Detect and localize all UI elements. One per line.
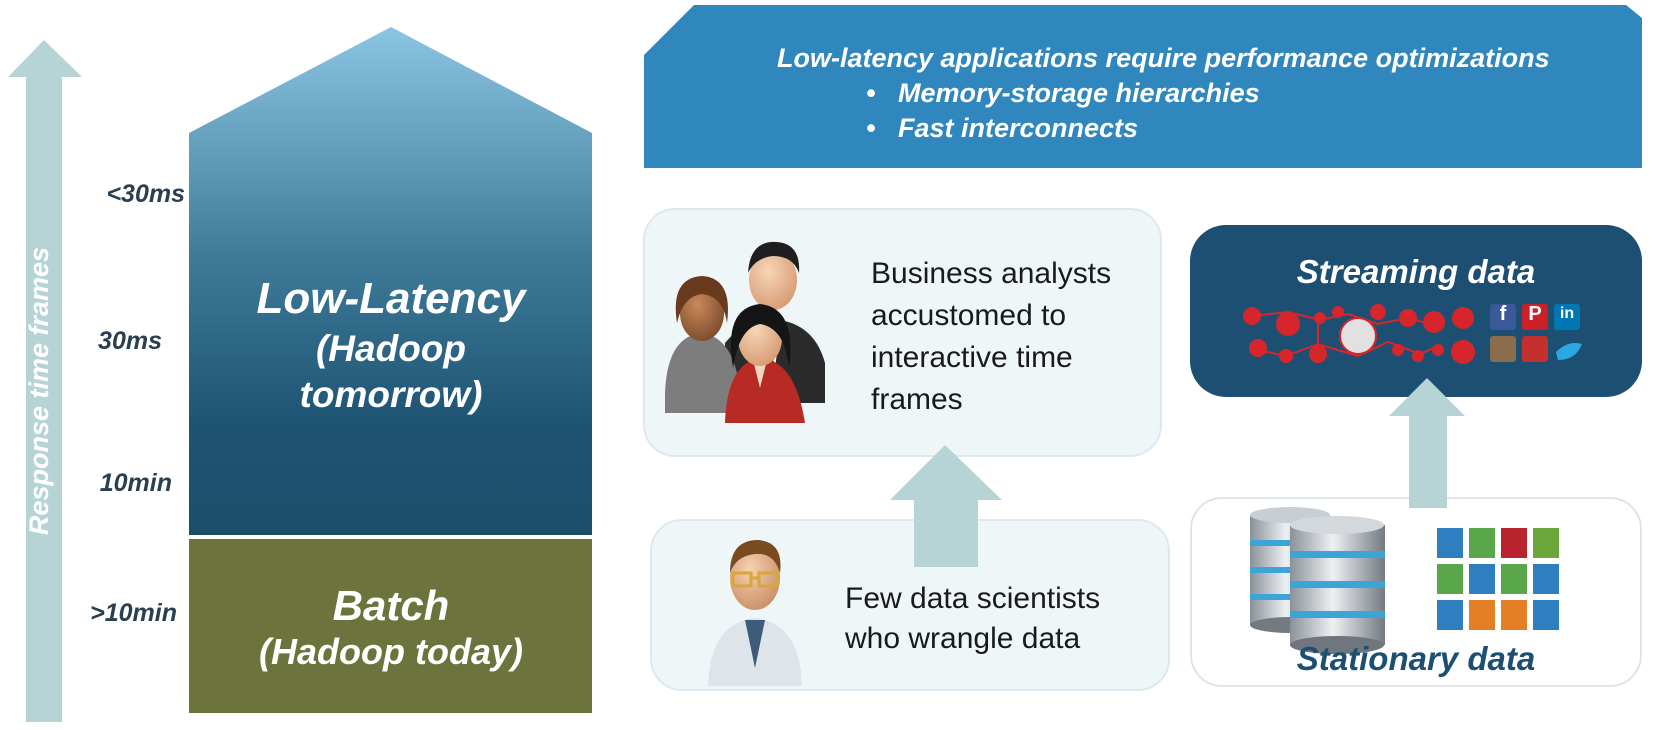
scale-tick-10min: 10min (99, 469, 172, 497)
banner-bullet-dot-2: • (866, 113, 876, 143)
low-latency-subtitle-2: tomorrow) (299, 374, 483, 415)
low-latency-subtitle-1: (Hadoop (315, 328, 467, 369)
analysts-text-line-1: Business analysts (871, 257, 1112, 290)
batch-block (189, 539, 592, 713)
banner-bullet-dot-1: • (866, 78, 876, 108)
scientists-text-line-2: who wrangle data (845, 622, 1081, 655)
linkedin-icon: in (1559, 305, 1575, 322)
up-arrow-analysts (890, 445, 1002, 567)
banner-heading: Low-latency applications require perform… (777, 43, 1550, 73)
analysts-text-line-4: frames (871, 383, 963, 416)
pinterest-icon: P (1528, 303, 1542, 325)
scale-tick-gt10min: >10min (90, 599, 177, 627)
scale-tick-lt30ms: <30ms (106, 180, 185, 208)
people-group-icon (665, 241, 825, 423)
database-icon (1250, 507, 1385, 654)
batch-title: Batch (332, 582, 450, 629)
streaming-title: Streaming data (1296, 253, 1536, 290)
low-latency-title: Low-Latency (256, 274, 526, 323)
scientists-text-line-1: Few data scientists (845, 582, 1101, 615)
scale-tick-30ms: 30ms (98, 327, 162, 355)
iot-network-icon (1243, 304, 1582, 364)
banner-bullet-2: Fast interconnects (898, 113, 1139, 143)
up-arrow-streaming (1389, 378, 1465, 508)
facebook-icon: f (1499, 303, 1507, 325)
banner-bullet-1: Memory-storage hierarchies (898, 78, 1260, 108)
response-time-arrow (8, 40, 82, 722)
low-latency-house (189, 27, 592, 713)
app-tiles-icon (1437, 528, 1559, 630)
batch-subtitle: (Hadoop today) (259, 631, 523, 672)
stationary-title: Stationary data (1296, 640, 1536, 677)
scientist-icon (708, 540, 802, 686)
performance-banner (644, 5, 1642, 168)
analysts-text-line-2: accustomed to (871, 299, 1067, 332)
analysts-text-line-3: interactive time (871, 341, 1073, 374)
